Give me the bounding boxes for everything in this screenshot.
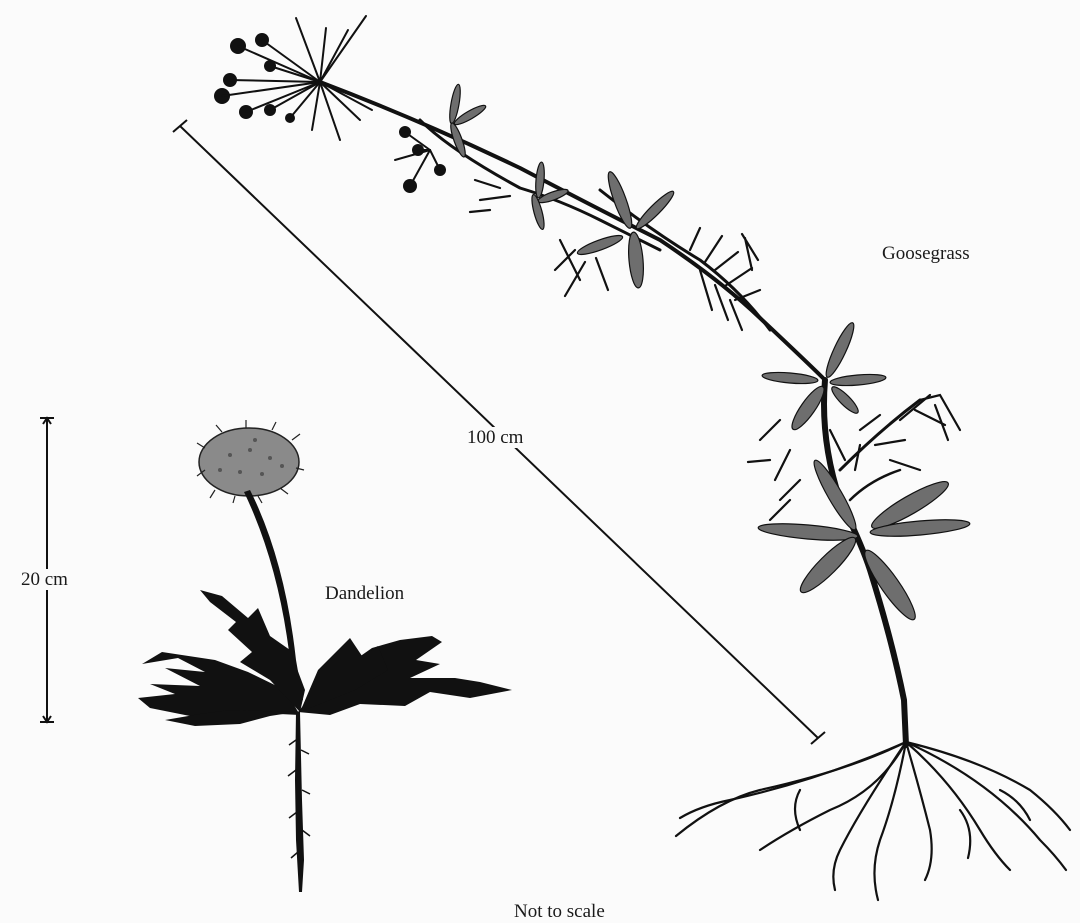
dandelion-leaves <box>138 590 512 726</box>
measure-100cm-label: 100 cm <box>464 427 526 448</box>
dandelion-label: Dandelion <box>325 584 404 603</box>
dandelion-flower-head <box>197 420 304 503</box>
dandelion-plant <box>138 420 512 892</box>
goosegrass-label: Goosegrass <box>882 244 970 263</box>
goosegrass-plant <box>214 16 1070 900</box>
not-to-scale-note: Not to scale <box>514 902 605 921</box>
measure-20cm-label: 20 cm <box>20 569 69 590</box>
goosegrass-roots <box>676 742 1070 900</box>
goosegrass-side-branches <box>470 180 960 520</box>
goosegrass-leaf-whorls <box>448 84 971 625</box>
